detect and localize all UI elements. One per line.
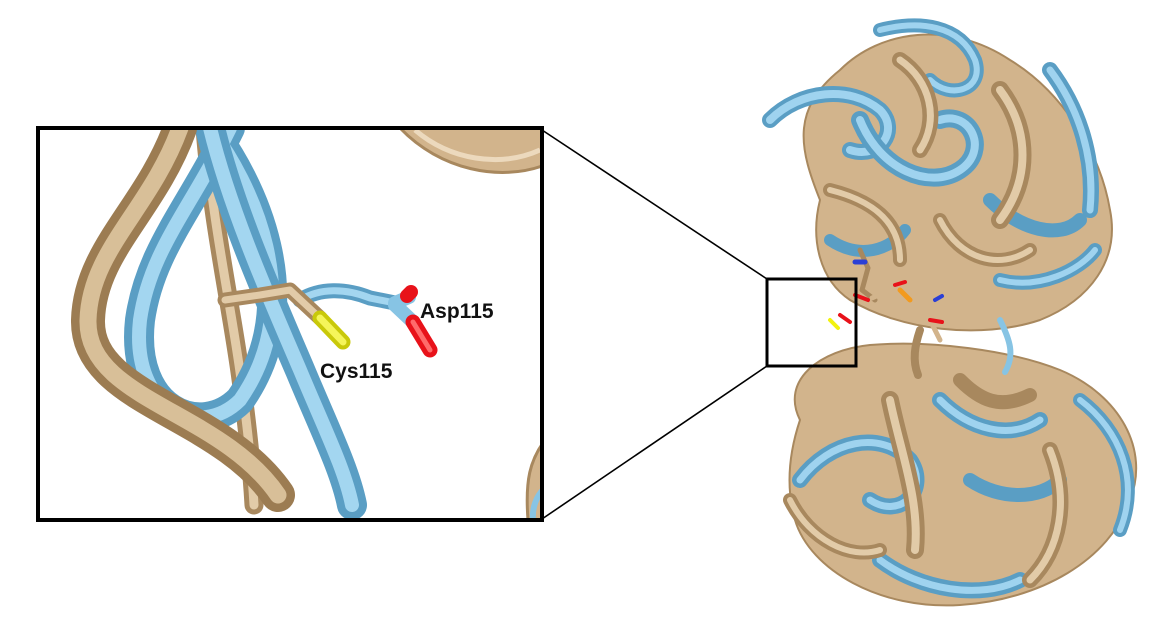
inset-frame xyxy=(36,126,544,522)
protein-ribbon-structure xyxy=(762,18,1138,607)
asp115-label: Asp115 xyxy=(420,300,494,323)
cys115-label: Cys115 xyxy=(320,360,393,383)
zoom-inset-panel: Asp115 Cys115 xyxy=(36,126,544,522)
asp-oxygen-top xyxy=(400,285,418,303)
cys115-sidechain xyxy=(217,282,351,350)
cofactor-stick-model xyxy=(828,247,944,343)
tan-helix-corner xyxy=(397,128,542,174)
linker-strand xyxy=(910,326,924,379)
zoom-selection-box xyxy=(765,277,858,368)
zoom-connector-lines xyxy=(541,129,768,520)
connector-bottom xyxy=(541,365,768,520)
tan-ribbons-lower xyxy=(783,373,1069,588)
connector-top xyxy=(541,129,768,280)
tan-ribbons-upper xyxy=(823,52,1037,267)
